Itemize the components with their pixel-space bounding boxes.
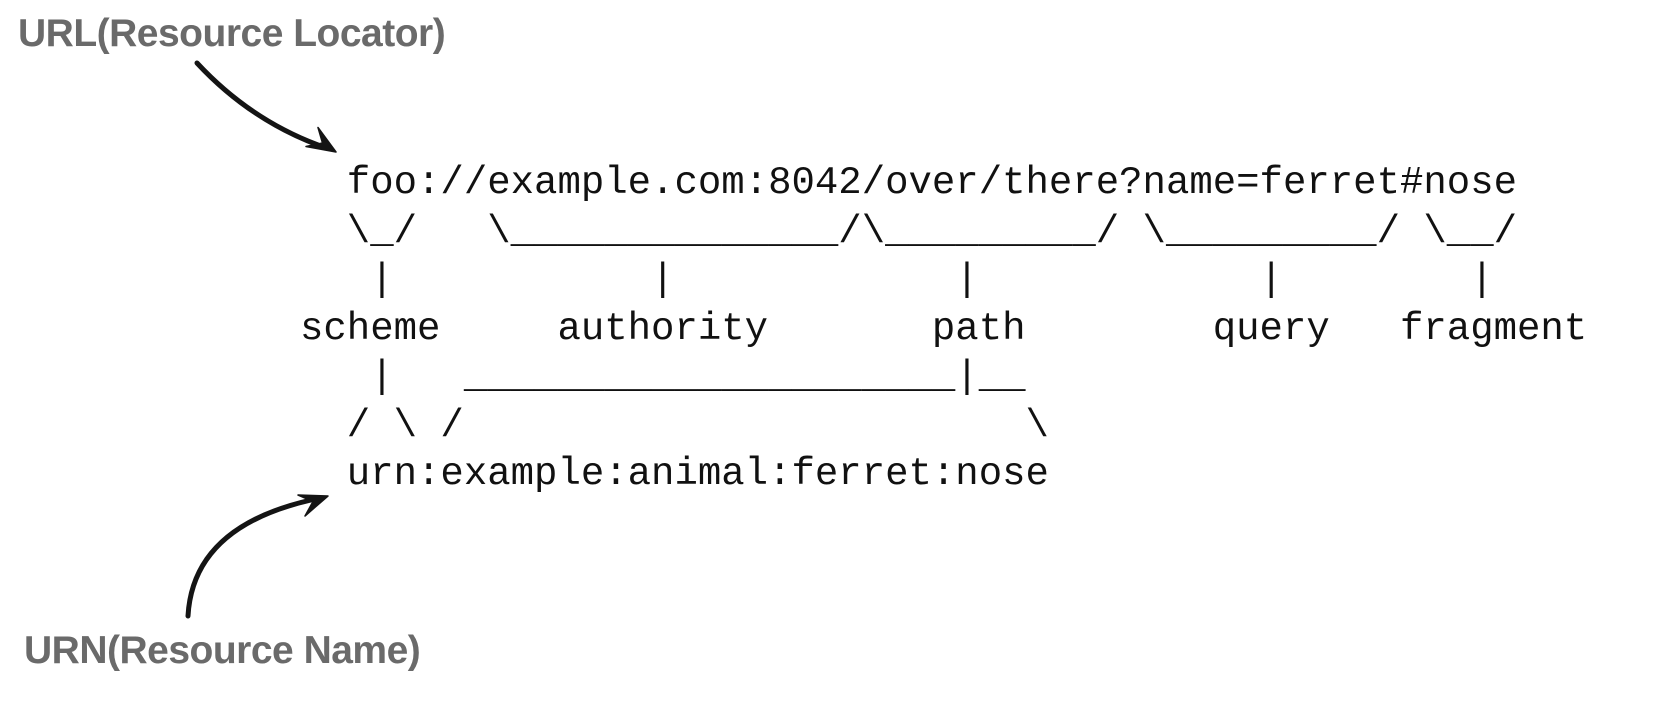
url-resource-locator-label: URL(Resource Locator) bbox=[18, 12, 446, 55]
urn-curved-arrow-icon bbox=[185, 494, 329, 619]
url-curved-arrow-icon bbox=[194, 60, 337, 153]
urn-resource-name-label: URN(Resource Name) bbox=[24, 629, 421, 672]
uri-ascii-diagram: foo://example.com:8042/over/there?name=f… bbox=[300, 161, 1588, 496]
